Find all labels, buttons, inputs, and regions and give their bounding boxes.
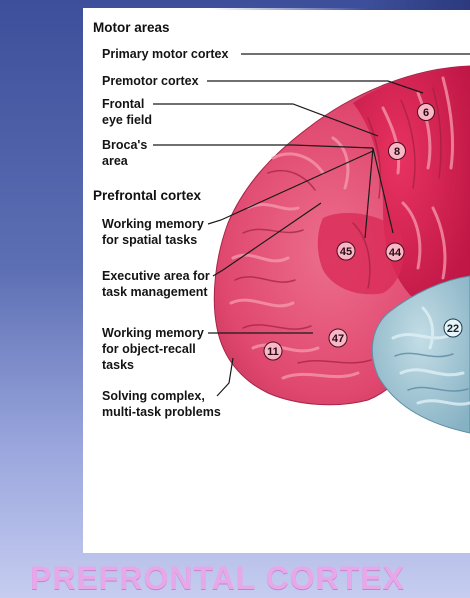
area-47-label: 47 <box>332 333 344 345</box>
area-45-marker: 45 <box>337 242 355 260</box>
area-11-label: 11 <box>267 346 279 358</box>
broca-label-1: Broca's <box>102 137 147 153</box>
prefrontal-header: Prefrontal cortex <box>93 188 201 204</box>
object-memory-label-2: for object-recall <box>102 341 196 357</box>
broca-label-2: area <box>102 153 128 169</box>
page-title: PREFRONTAL CORTEX <box>30 560 470 596</box>
object-memory-label-1: Working memory <box>102 325 204 341</box>
primary-motor-label: Primary motor cortex <box>102 46 228 62</box>
motor-areas-header: Motor areas <box>93 20 170 36</box>
area-6-marker: 6 <box>418 104 435 121</box>
area-22-label: 22 <box>447 323 459 335</box>
area-11-marker: 11 <box>264 342 282 360</box>
spatial-memory-label-1: Working memory <box>102 216 204 232</box>
frontal-eye-label-2: eye field <box>102 112 152 128</box>
area-8-marker: 8 <box>389 143 406 160</box>
complex-problems-label-1: Solving complex, <box>102 388 205 404</box>
area-22-marker: 22 <box>444 319 462 337</box>
area-44-marker: 44 <box>386 243 404 261</box>
area-45-label: 45 <box>340 246 352 258</box>
diagram-panel: 6 8 45 44 47 <box>83 8 470 553</box>
spatial-memory-label-2: for spatial tasks <box>102 232 197 248</box>
executive-label-2: task management <box>102 284 208 300</box>
premotor-label: Premotor cortex <box>102 73 199 89</box>
leader-complex <box>217 358 233 396</box>
area-6-label: 6 <box>423 107 429 119</box>
area-44-label: 44 <box>389 247 402 259</box>
executive-label-1: Executive area for <box>102 268 210 284</box>
complex-problems-label-2: multi-task problems <box>102 404 221 420</box>
area-8-label: 8 <box>394 146 400 158</box>
frontal-eye-label-1: Frontal <box>102 96 144 112</box>
top-accent-bar <box>210 0 470 10</box>
object-memory-label-3: tasks <box>102 357 134 373</box>
area-47-marker: 47 <box>329 329 347 347</box>
